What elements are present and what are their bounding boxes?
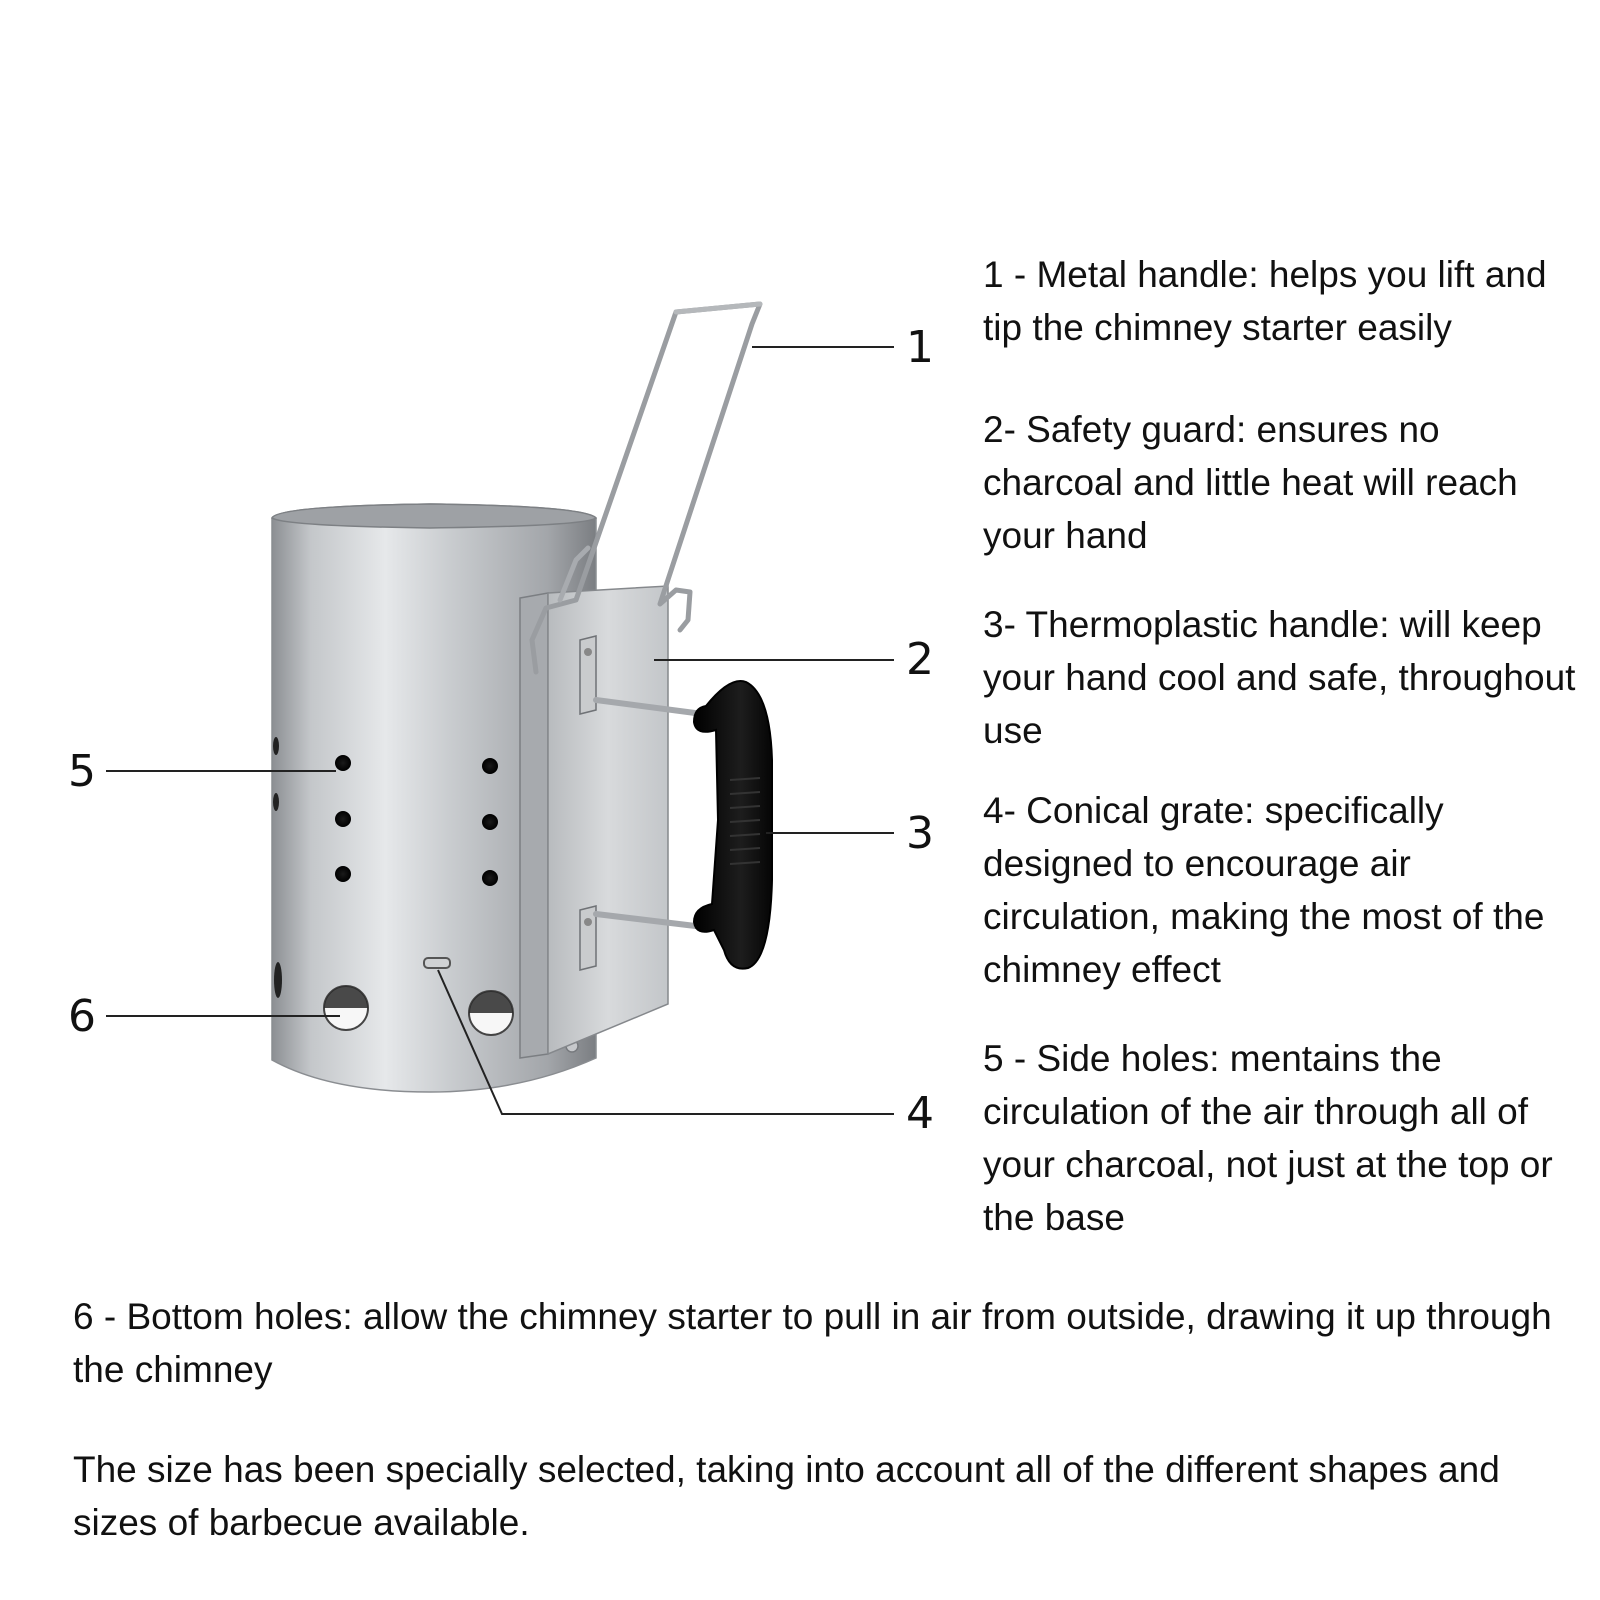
callout-number-4: 4 xyxy=(906,1088,934,1139)
feature-metal-handle: 1 - Metal handle: helps you lift and tip… xyxy=(983,254,1547,348)
bottom-holes xyxy=(274,962,514,1036)
leader-line-4 xyxy=(437,969,894,1115)
callout-number-5: 5 xyxy=(68,746,96,797)
feature-safety-guard: 2- Safety guard: ensures no charcoal and… xyxy=(983,409,1518,556)
grate-rivet xyxy=(423,957,451,969)
chimney-starter-illustration: 1 2 3 4 5 6 xyxy=(68,301,934,1139)
callout-number-3: 3 xyxy=(906,808,934,859)
metal-wire-handle xyxy=(529,301,763,675)
side-holes xyxy=(273,737,498,886)
size-note: The size has been specially selected, ta… xyxy=(73,1449,1500,1543)
leader-lines xyxy=(106,346,894,1115)
feature-conical-grate: 4- Conical grate: specifically designed … xyxy=(983,790,1545,990)
feature-side-holes: 5 - Side holes: mentains the circulation… xyxy=(983,1038,1553,1238)
safety-guard xyxy=(519,585,669,1059)
thermoplastic-grip xyxy=(692,680,773,970)
cylinder-body xyxy=(271,503,598,1093)
feature-bottom-holes: 6 - Bottom holes: allow the chimney star… xyxy=(73,1296,1552,1390)
callout-number-2: 2 xyxy=(906,634,934,685)
callout-number-1: 1 xyxy=(906,322,934,373)
callout-number-6: 6 xyxy=(68,991,96,1042)
feature-thermoplastic-handle: 3- Thermoplastic handle: will keep your … xyxy=(983,604,1576,751)
